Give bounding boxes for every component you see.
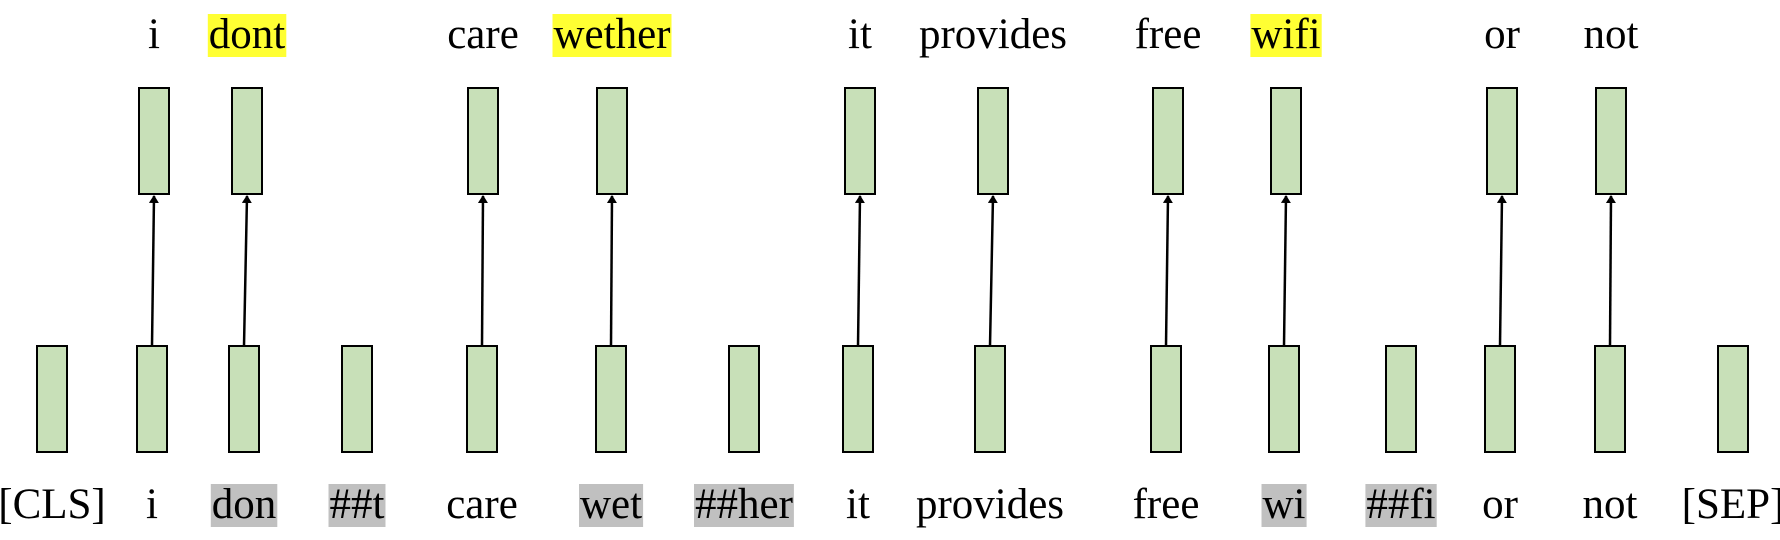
token-vector-box	[1385, 345, 1417, 453]
token-vector-box	[595, 345, 627, 453]
word-vector-box	[844, 87, 876, 195]
word-label: free	[1135, 11, 1202, 58]
alignment-arrow	[1162, 195, 1173, 347]
word-vector-box	[977, 87, 1009, 195]
token-label: wi	[1263, 481, 1306, 528]
alignment-arrow	[477, 195, 488, 347]
word-label: provides	[919, 11, 1067, 58]
token-vector-box	[228, 345, 260, 453]
word-label-row: i dont care wether it provides free wifi or not	[148, 11, 1639, 58]
word-vector-box	[1595, 87, 1627, 195]
token-vector-box	[842, 345, 874, 453]
token-label-row: [CLS] i don ##t care wet ##her it provides free wi…	[0, 481, 1780, 528]
token-label: [SEP]	[1682, 481, 1780, 528]
highlight-mark	[579, 484, 644, 527]
highlight-mark	[552, 14, 672, 57]
token-label: ##her	[695, 481, 793, 528]
token-vector-box	[136, 345, 168, 453]
token-vector-box	[466, 345, 498, 453]
alignment-arrow	[1280, 195, 1291, 347]
word-vector-box	[138, 87, 170, 195]
word-label: i	[148, 11, 160, 58]
word-label: not	[1584, 11, 1639, 58]
token-label: or	[1482, 481, 1518, 528]
word-vector-box	[596, 87, 628, 195]
word-label: wifi	[1251, 11, 1320, 58]
token-label: provides	[916, 481, 1064, 528]
alignment-arrow	[854, 195, 865, 347]
alignment-arrow	[241, 195, 252, 347]
alignment-arrow	[1605, 195, 1616, 347]
alignment-arrows	[148, 195, 1616, 347]
token-vector-box	[1594, 345, 1626, 453]
token-label: care	[446, 481, 518, 528]
word-vector-box	[231, 87, 263, 195]
token-vector-box	[728, 345, 760, 453]
token-vector-box	[1150, 345, 1182, 453]
token-vector-row	[36, 345, 1749, 453]
alignment-arrow	[606, 195, 617, 347]
word-label: care	[447, 11, 519, 58]
highlight-mark	[1250, 14, 1322, 57]
word-label: dont	[209, 11, 286, 58]
token-vector-box	[1268, 345, 1300, 453]
token-label: free	[1133, 481, 1200, 528]
token-label: [CLS]	[0, 481, 106, 528]
token-label: not	[1583, 481, 1638, 528]
highlight-mark	[207, 14, 287, 57]
token-vector-box	[341, 345, 373, 453]
token-label: don	[212, 481, 277, 528]
word-label: it	[848, 11, 872, 58]
highlight-mark	[694, 484, 794, 527]
token-label: ##fi	[1366, 481, 1435, 528]
alignment-arrow	[1496, 195, 1507, 347]
alignment-arrow	[148, 195, 159, 347]
token-label: it	[846, 481, 870, 528]
alignment-arrow	[987, 195, 998, 347]
token-label: wet	[580, 481, 642, 528]
word-vector-box	[1270, 87, 1302, 195]
highlight-mark	[1365, 484, 1437, 527]
token-vector-box	[1717, 345, 1749, 453]
highlight-mark	[210, 484, 278, 527]
token-label: i	[146, 481, 158, 528]
highlight-mark	[328, 484, 386, 527]
word-label: wether	[554, 11, 671, 58]
token-vector-box	[1484, 345, 1516, 453]
token-vector-box	[36, 345, 68, 453]
word-label: or	[1484, 11, 1520, 58]
word-vector-box	[1152, 87, 1184, 195]
word-vector-box	[1486, 87, 1518, 195]
token-label: ##t	[330, 481, 385, 528]
token-vector-box	[974, 345, 1006, 453]
word-vector-row	[138, 87, 1627, 195]
word-vector-box	[467, 87, 499, 195]
highlight-mark	[1261, 484, 1307, 527]
